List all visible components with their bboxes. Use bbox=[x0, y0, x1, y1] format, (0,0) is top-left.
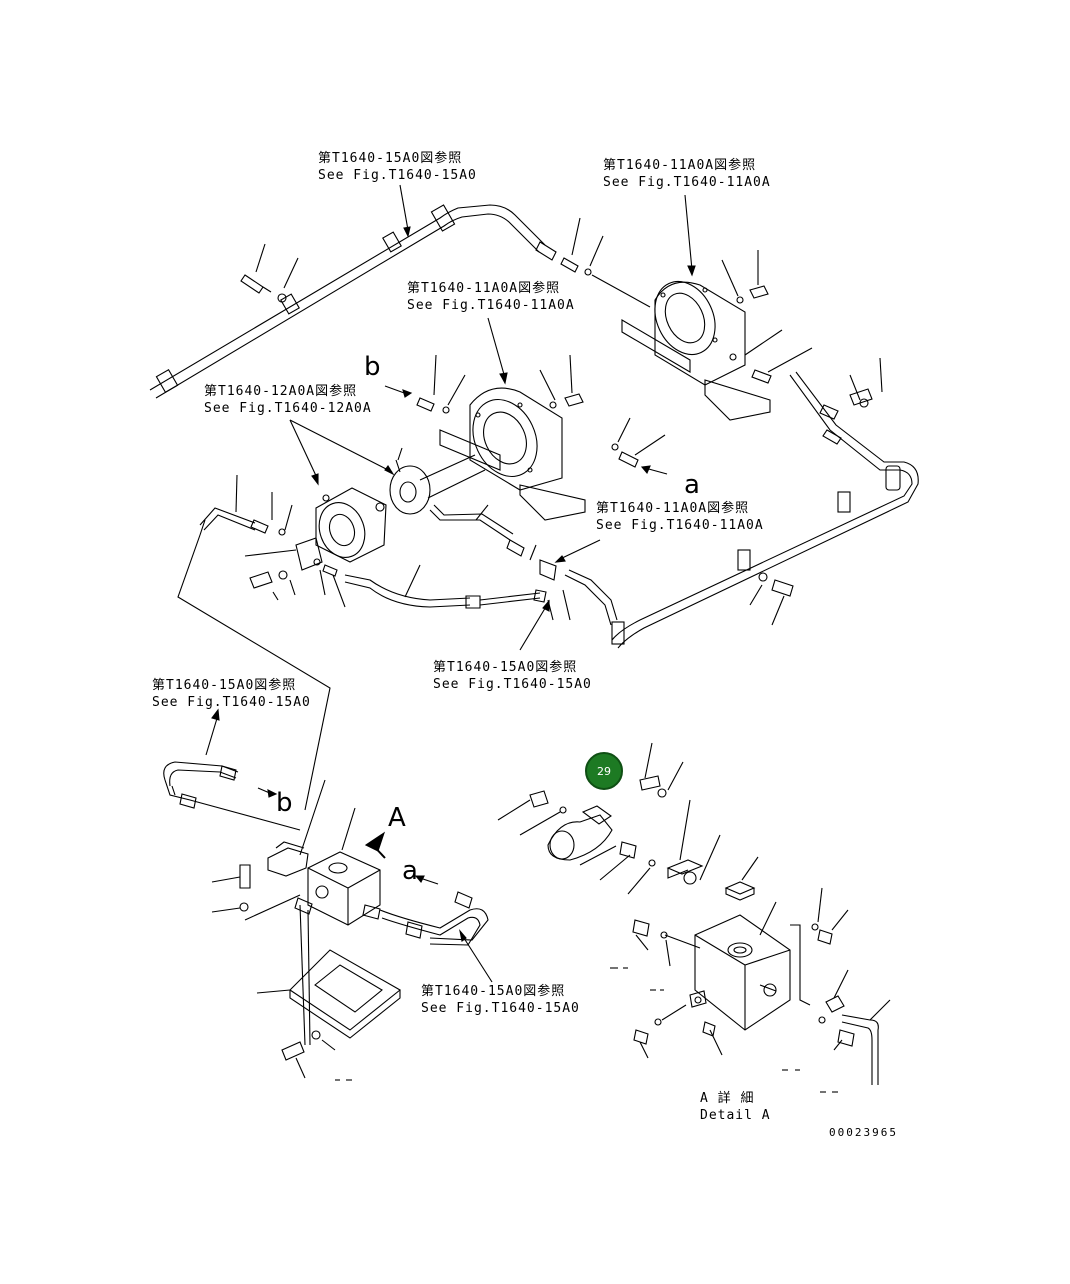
reference-label-jp: 第T1640-11A0A図参照 bbox=[407, 281, 561, 296]
marker-b: b bbox=[276, 788, 293, 818]
part-callout-button[interactable]: 29 bbox=[585, 752, 623, 790]
motor-assembly bbox=[244, 447, 486, 608]
reference-label-jp: 第T1640-15A0図参照 bbox=[433, 660, 578, 675]
marker-a: a bbox=[402, 856, 418, 886]
reference-label: 第T1640-11A0A図参照 See Fig.T1640-11A0A bbox=[596, 500, 764, 534]
detail-caption-en: Detail A bbox=[700, 1108, 771, 1123]
reference-label: 第T1640-15A0図参照 See Fig.T1640-15A0 bbox=[433, 659, 592, 693]
upper-pipe bbox=[149, 204, 557, 399]
reference-label-en: See Fig.T1640-15A0 bbox=[421, 1001, 580, 1016]
center-bearing-housing bbox=[416, 354, 666, 521]
reference-label-en: See Fig.T1640-15A0 bbox=[152, 695, 311, 710]
detail-caption-jp: A 詳 細 bbox=[700, 1091, 755, 1106]
marker-b: b bbox=[364, 352, 381, 382]
right-pipe bbox=[564, 357, 919, 649]
right-bearing-housing bbox=[621, 250, 813, 421]
reference-label-jp: 第T1640-11A0A図参照 bbox=[603, 158, 757, 173]
reference-label-en: See Fig.T1640-11A0A bbox=[596, 518, 764, 533]
mounting-plate bbox=[256, 949, 401, 1079]
reference-label: 第T1640-15A0図参照 See Fig.T1640-15A0 bbox=[318, 150, 477, 184]
reference-label-en: See Fig.T1640-12A0A bbox=[204, 401, 372, 416]
reference-label-en: See Fig.T1640-15A0 bbox=[318, 168, 477, 183]
motor-hoses bbox=[199, 474, 571, 621]
reference-label-jp: 第T1640-15A0図参照 bbox=[421, 984, 566, 999]
view-marker-a: A bbox=[388, 803, 406, 833]
reference-label-jp: 第T1640-11A0A図参照 bbox=[596, 501, 750, 516]
drawing-number: 00023965 bbox=[829, 1126, 898, 1139]
reference-label-jp: 第T1640-12A0A図参照 bbox=[204, 384, 358, 399]
guide-lines bbox=[177, 385, 668, 885]
top-fittings bbox=[240, 217, 651, 308]
reference-label: 第T1640-11A0A図参照 See Fig.T1640-11A0A bbox=[603, 157, 771, 191]
reference-label: 第T1640-15A0図参照 See Fig.T1640-15A0 bbox=[421, 983, 580, 1017]
reference-leaders bbox=[205, 184, 696, 983]
reference-label-en: See Fig.T1640-11A0A bbox=[603, 175, 771, 190]
valve-block bbox=[211, 807, 489, 1046]
detail-a bbox=[335, 742, 891, 1093]
reference-label-en: See Fig.T1640-11A0A bbox=[407, 298, 575, 313]
lower-left-pipe bbox=[163, 761, 301, 831]
detail-caption: A 詳 細 Detail A bbox=[700, 1090, 771, 1124]
reference-label: 第T1640-11A0A図参照 See Fig.T1640-11A0A bbox=[407, 280, 575, 314]
reference-label: 第T1640-12A0A図参照 See Fig.T1640-12A0A bbox=[204, 383, 372, 417]
reference-label-jp: 第T1640-15A0図参照 bbox=[318, 151, 463, 166]
reference-label-jp: 第T1640-15A0図参照 bbox=[152, 678, 297, 693]
reference-label-en: See Fig.T1640-15A0 bbox=[433, 677, 592, 692]
reference-label: 第T1640-15A0図参照 See Fig.T1640-15A0 bbox=[152, 677, 311, 711]
marker-a: a bbox=[684, 470, 700, 500]
